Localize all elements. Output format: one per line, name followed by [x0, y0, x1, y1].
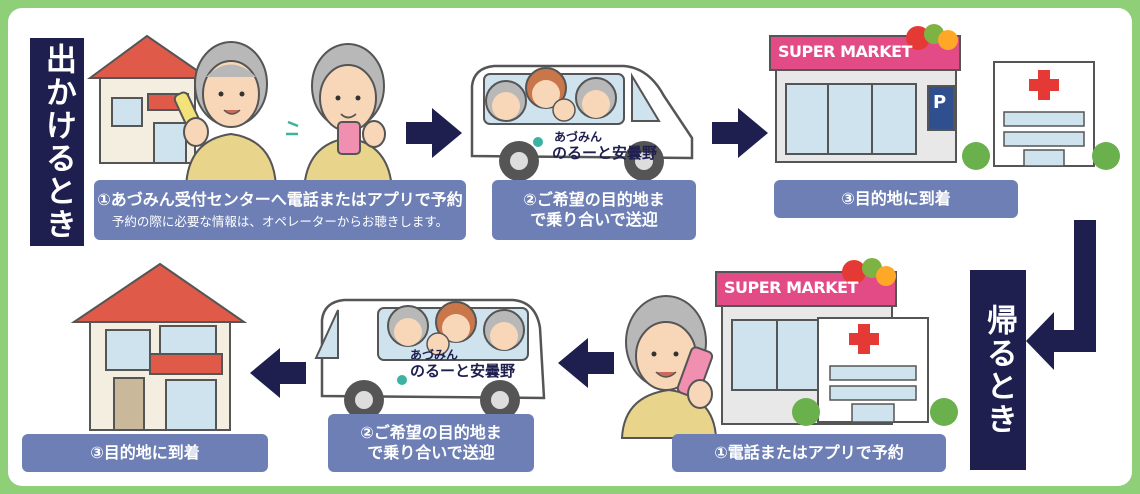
arrow-right-1 [406, 108, 462, 158]
van-return-name-main: のるーと安曇野 [410, 362, 516, 380]
van-name-main: のるーと安曇野 [552, 144, 658, 162]
elderly-woman-calling-illustration [620, 295, 718, 439]
returning-label: 帰るとき [970, 270, 1026, 470]
arrow-left-2 [558, 338, 614, 388]
supermarket-sign: SUPER MARKET [778, 42, 912, 61]
step-return-3-caption: ③目的地に到着 [22, 434, 268, 472]
parking-sign: P [933, 92, 947, 113]
elderly-woman-phone-illustration [173, 41, 278, 188]
step-going-1-title: ①あづみん受付センターへ電話またはアプリで予約 [97, 190, 463, 209]
step-return-2-title: ②ご希望の目的地まで乗り合いで送迎 [360, 423, 502, 462]
step-going-3-title: ③目的地に到着 [841, 189, 951, 208]
step-going-1-note: 予約の際に必要な情報は、オペレーターからお聴きします。 [111, 214, 449, 229]
step-going-3-caption: ③目的地に到着 [774, 180, 1018, 218]
step-return-1-title: ①電話またはアプリで予約 [714, 443, 904, 462]
supermarket-illustration [769, 24, 961, 163]
van-return-name-small: あづみん [410, 348, 459, 362]
going-label: 出かけるとき [30, 38, 84, 246]
step-going-2-caption: ②ご希望の目的地まで乗り合いで送迎 [492, 180, 696, 240]
elderly-man-smartphone-illustration [286, 43, 394, 192]
step-return-1-caption: ①電話またはアプリで予約 [672, 434, 946, 472]
van-name-small: あづみん [554, 130, 603, 144]
step-going-2-title: ②ご希望の目的地まで乗り合いで送迎 [523, 190, 665, 229]
shared-van-return-illustration [314, 298, 546, 420]
flow-panel: 出かけるとき 帰るとき [8, 8, 1132, 486]
step-return-3-title: ③目的地に到着 [90, 443, 200, 462]
hospital-return-illustration [792, 317, 958, 426]
arrow-left-1 [250, 348, 306, 398]
supermarket-return-sign: SUPER MARKET [724, 278, 858, 297]
step-return-2-caption: ②ご希望の目的地まで乗り合いで送迎 [328, 414, 534, 472]
hospital-illustration [962, 61, 1120, 170]
arrow-right-2 [712, 108, 768, 158]
shared-van-illustration [470, 64, 694, 181]
step-going-1-caption: ①あづみん受付センターへ電話またはアプリで予約 予約の際に必要な情報は、オペレー… [94, 180, 466, 240]
return-arrow [1026, 220, 1096, 370]
home-illustration [70, 262, 248, 431]
house-illustration [86, 34, 212, 164]
